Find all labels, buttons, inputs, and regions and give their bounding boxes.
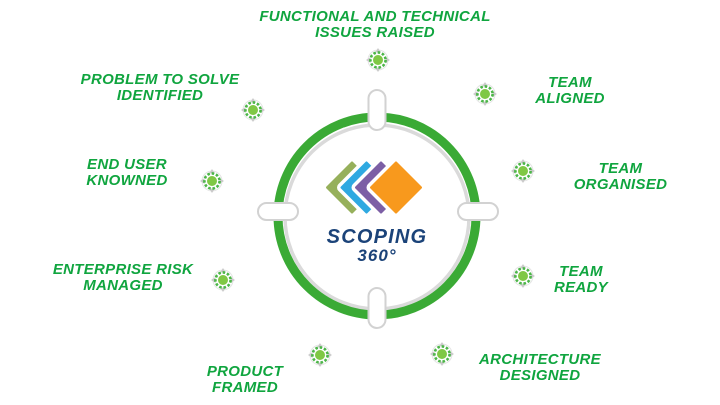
label-line: FRAMED — [212, 379, 278, 396]
label-line: MANAGED — [83, 277, 163, 294]
label-line: TEAM — [548, 74, 592, 91]
label-line: PROBLEM TO SOLVE — [80, 71, 240, 88]
label-line: KNOWNED — [86, 172, 168, 189]
label-line: PRODUCT — [206, 363, 284, 380]
label-line: IDENTIFIED — [116, 87, 204, 104]
label-line: ORGANISED — [573, 176, 668, 193]
logo-diamond-orange — [366, 158, 426, 217]
label-line: READY — [553, 279, 608, 296]
label-line: ARCHITECTURE — [479, 351, 601, 368]
target-icon — [473, 82, 497, 106]
target-icon — [211, 268, 235, 292]
target-icon — [200, 169, 224, 193]
label-product-framed: PRODUCT FRAMED — [175, 364, 315, 396]
crosshair-tick-marks — [257, 89, 499, 329]
label-line: FUNCTIONAL AND TECHNICAL — [259, 8, 491, 25]
label-line: ISSUES RAISED — [315, 24, 435, 41]
label-team-aligned: TEAM ALIGNED — [510, 75, 630, 107]
label-functional-technical-issues-raised: FUNCTIONAL AND TECHNICAL ISSUES RAISED — [215, 9, 535, 41]
label-line: TEAM — [598, 160, 643, 177]
label-team-organised: TEAM ORGANISED — [548, 161, 693, 193]
label-enterprise-risk-managed: ENTERPRISE RISK MANAGED — [18, 262, 228, 294]
tick-east — [457, 202, 499, 221]
target-icon — [241, 98, 265, 122]
label-line: ALIGNED — [535, 90, 605, 107]
label-end-user-knowned: END USER KNOWNED — [52, 157, 202, 189]
target-icon — [511, 264, 535, 288]
scoping-logo-diamonds — [322, 158, 426, 217]
label-problem-to-solve-identified: PROBLEM TO SOLVE IDENTIFIED — [50, 72, 270, 104]
tick-north — [367, 89, 387, 131]
tick-south — [367, 287, 387, 329]
label-architecture-designed: ARCHITECTURE DESIGNED — [455, 352, 625, 384]
target-icon — [308, 343, 332, 367]
center-logo-subtitle: 360° — [357, 246, 397, 265]
tick-west — [257, 202, 299, 221]
label-line: ENTERPRISE RISK — [52, 261, 194, 278]
label-line: DESIGNED — [499, 367, 581, 384]
label-line: END USER — [87, 156, 167, 173]
center-logo-title: SCOPING — [326, 226, 428, 248]
label-team-ready: TEAM READY — [526, 264, 636, 296]
target-icon — [366, 48, 390, 72]
target-icon — [511, 159, 535, 183]
label-line: TEAM — [559, 263, 603, 280]
target-icon — [430, 342, 454, 366]
